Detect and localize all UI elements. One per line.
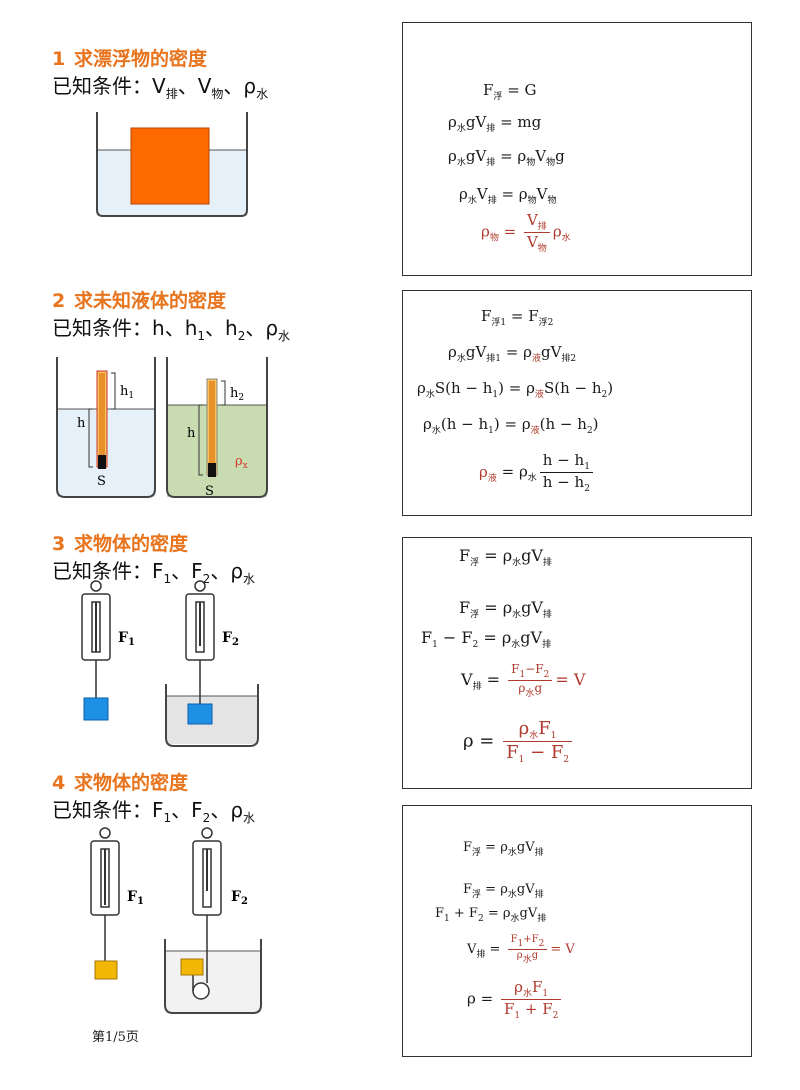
eq-2-1: F浮1 = F浮2	[481, 307, 554, 328]
floating-block	[130, 127, 210, 205]
eq-2-2: ρ水gV排1 = ρ液gV排2	[448, 343, 577, 364]
h-bracket-right	[198, 404, 203, 476]
eq-3-2: F浮 = ρ水gV排	[459, 598, 552, 620]
beaker-3	[165, 684, 259, 747]
left-tube-inner	[99, 373, 105, 465]
eq-2-4: ρ水(h − h1) = ρ液(h − h2)	[423, 415, 599, 436]
eq-4-1: F浮 = ρ水gV排	[463, 840, 544, 858]
eq-4-2: F浮 = ρ水gV排	[463, 882, 544, 900]
eq-1-4: ρ水V排 = ρ物V物	[459, 185, 557, 206]
s-label-left: S	[97, 474, 106, 489]
h-label-right: h	[187, 426, 196, 441]
formula-box-1: F浮 = G ρ水gV排 = mg ρ水gV排 = ρ物V物g ρ水V排 = ρ…	[402, 22, 752, 276]
eq-1-2: ρ水gV排 = mg	[448, 113, 542, 134]
section-2-known: 已知条件：h、h1、h2、ρ水	[52, 316, 291, 343]
yellow-block-1	[94, 960, 118, 980]
hydrometer-figure: h1 h S h2 h ρx S	[56, 357, 268, 499]
beaker-4	[164, 939, 262, 1014]
section-1-known: 已知条件：V排、V物、ρ水	[52, 74, 269, 101]
eq-3-3: F1 − F2 = ρ水gV排	[421, 628, 552, 650]
formula-box-4: F浮 = ρ水gV排 F浮 = ρ水gV排 F1 + F2 = ρ水gV排 V排…	[402, 805, 752, 1057]
hook-ring-1	[90, 580, 102, 592]
eq-4-3: F1 + F2 = ρ水gV排	[435, 906, 547, 924]
s-label-right: S	[205, 484, 214, 499]
formula-box-2: F浮1 = F浮2 ρ水gV排1 = ρ液gV排2 ρ水S(h − h1) = …	[402, 290, 752, 516]
h-label: h	[77, 416, 86, 431]
spring-scale-figure-3: F1 F2	[81, 580, 259, 747]
water-area-4	[165, 951, 261, 1013]
blue-block-2	[187, 703, 213, 725]
rho-x-label: ρx	[235, 454, 248, 471]
h2-bracket	[221, 380, 226, 406]
f2-label-3: F2	[222, 630, 239, 648]
right-container	[166, 357, 268, 498]
left-weight	[98, 455, 106, 469]
page-footer: 第1/5页	[92, 1030, 139, 1045]
f2-label-4: F2	[231, 889, 248, 907]
blue-block-1	[83, 697, 109, 721]
h-bracket	[88, 408, 93, 468]
left-container	[56, 357, 156, 498]
right-weight	[208, 463, 216, 477]
h1-label: h1	[120, 384, 134, 401]
spring-scale-figure-4: F1 F2	[90, 827, 262, 1014]
yellow-block-2	[180, 958, 204, 976]
hook-ring-2	[201, 827, 213, 839]
eq-2-3: ρ水S(h − h1) = ρ液S(h − h2)	[417, 379, 614, 400]
eq-3-1: F浮 = ρ水gV排	[459, 546, 552, 568]
pulley-icon	[192, 982, 210, 1000]
right-tube-inner	[209, 381, 215, 473]
section-3-known: 已知条件：F1、F2、ρ水	[52, 559, 256, 586]
container	[96, 112, 248, 217]
f1-label-3: F1	[118, 630, 135, 648]
section-4-known: 已知条件：F1、F2、ρ水	[52, 798, 256, 825]
f1-label-4: F1	[127, 889, 144, 907]
eq-1-3: ρ水gV排 = ρ物V物g	[448, 147, 565, 168]
floating-block-figure	[96, 112, 248, 217]
hook-ring-2	[194, 580, 206, 592]
h1-bracket	[111, 372, 116, 410]
hook-ring-1	[99, 827, 111, 839]
h2-label: h2	[230, 386, 244, 403]
formula-box-3: F浮 = ρ水gV排 F浮 = ρ水gV排 F1 − F2 = ρ水gV排 V排…	[402, 537, 752, 789]
eq-1-1: F浮 = G	[483, 81, 537, 102]
